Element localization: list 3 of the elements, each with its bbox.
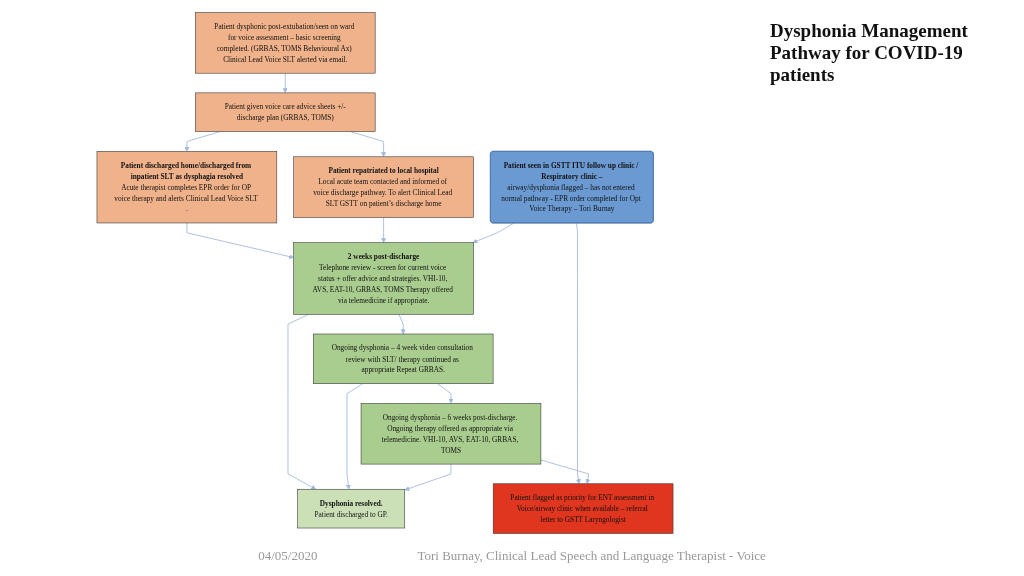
footer-note: Tori Burnay, Clinical Lead Speech and Language Therapist - Voice [417,548,766,564]
footer-note: 04/05/2020 [258,548,318,564]
diagram-title: Dysphonia Management Pathway for COVID-19 patients [770,20,969,86]
